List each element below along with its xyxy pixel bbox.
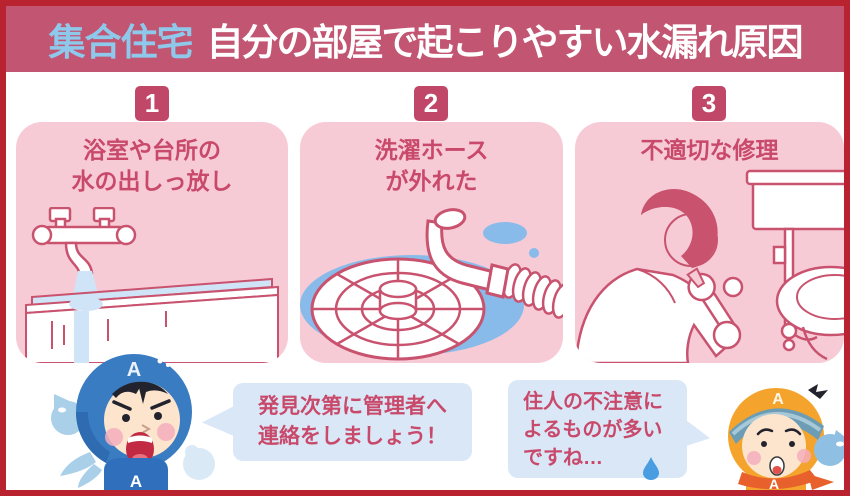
header-tag: 集合住宅 (48, 22, 194, 63)
hood-letter: A (127, 359, 141, 381)
band-letter: A (772, 391, 784, 408)
overflowing-bathtub-faucet-icon (25, 207, 279, 363)
speech-bubble-carelessness: 住人の不注意に よるものが多い ですね… (508, 380, 687, 478)
panel-detached-hose: 洗濯ホース が外れた (300, 122, 563, 363)
chest-letter: A (769, 476, 779, 490)
panel-improper-repair: 不適切な修理 (575, 122, 844, 363)
panel-2-number-badge: 2 (414, 86, 448, 121)
header-bar: 集合住宅 自分の部屋で起こりやすい水漏れ原因 (6, 6, 844, 72)
panel-3-number-badge: 3 (692, 86, 726, 121)
panel-3-title: 不適切な修理 (640, 137, 779, 163)
water-drop-icon (643, 457, 659, 480)
panel-1-title: 浴室や台所の 水の出しっ放し (71, 137, 233, 194)
toilet-repair-icon (575, 169, 844, 363)
speech-bubble-report: 発見次第に管理者へ 連絡をしましょう！ (233, 383, 472, 461)
right-bubble-tail (686, 420, 710, 446)
panel-2-title: 洗濯ホース が外れた (374, 137, 489, 194)
blue-water-mascot: A A (51, 354, 215, 490)
drain-hose-icon (300, 208, 563, 361)
chest-letter: A (130, 472, 142, 490)
panel-running-water: 浴室や台所の 水の出しっ放し (16, 122, 288, 363)
panel-1-number-badge: 1 (135, 86, 169, 121)
page-title: 自分の部屋で起こりやすい水漏れ原因 (206, 22, 804, 63)
orange-water-mascot: A A (728, 384, 844, 490)
